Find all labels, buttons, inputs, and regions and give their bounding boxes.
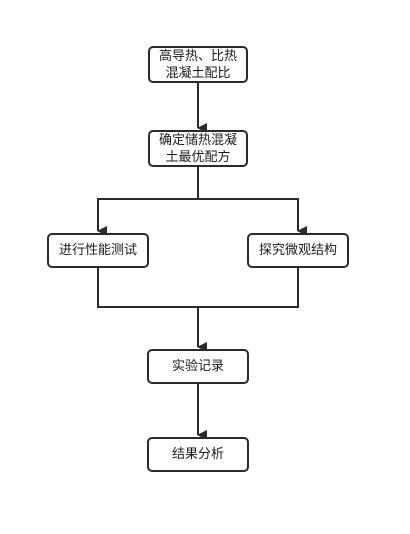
node-performance-test-label: 进行性能测试: [58, 243, 137, 258]
node-result-analysis: 结果分析: [147, 437, 249, 472]
node-experiment-record-label: 实验记录: [171, 359, 224, 374]
node-concrete-mix-ratio-label: 高导热、比热混凝土配比: [158, 48, 237, 81]
node-microstructure-label: 探究微观结构: [258, 243, 337, 258]
node-concrete-mix-ratio: 高导热、比热混凝土配比: [148, 46, 248, 83]
node-optimal-formula: 确定储热混凝土最优配方: [148, 130, 248, 167]
node-experiment-record: 实验记录: [147, 349, 249, 384]
node-microstructure: 探究微观结构: [247, 233, 349, 268]
node-optimal-formula-label: 确定储热混凝土最优配方: [158, 132, 237, 165]
node-performance-test: 进行性能测试: [47, 233, 149, 268]
node-result-analysis-label: 结果分析: [171, 447, 224, 462]
